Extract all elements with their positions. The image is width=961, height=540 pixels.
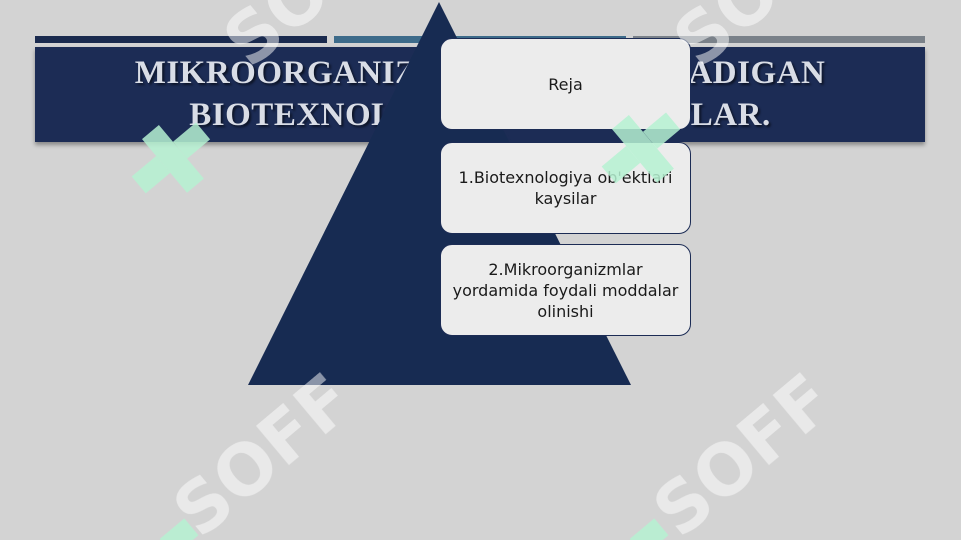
top-accent-bar-dark bbox=[35, 36, 327, 43]
plan-item-2-box: 2.Mikroorganizmlar yordamida foydali mod… bbox=[440, 244, 691, 336]
top-accent-bar-gray bbox=[633, 36, 925, 43]
plan-item-2: 2.Mikroorganizmlar yordamida foydali mod… bbox=[452, 259, 679, 321]
plan-title: Reja bbox=[548, 74, 583, 94]
plan-title-box: Reja bbox=[440, 38, 691, 130]
plan-item-1-box: 1.Biotexnologiya ob'ektlari kaysilar bbox=[440, 142, 691, 234]
plan-item-1: 1.Biotexnologiya ob'ektlari kaysilar bbox=[458, 168, 673, 208]
